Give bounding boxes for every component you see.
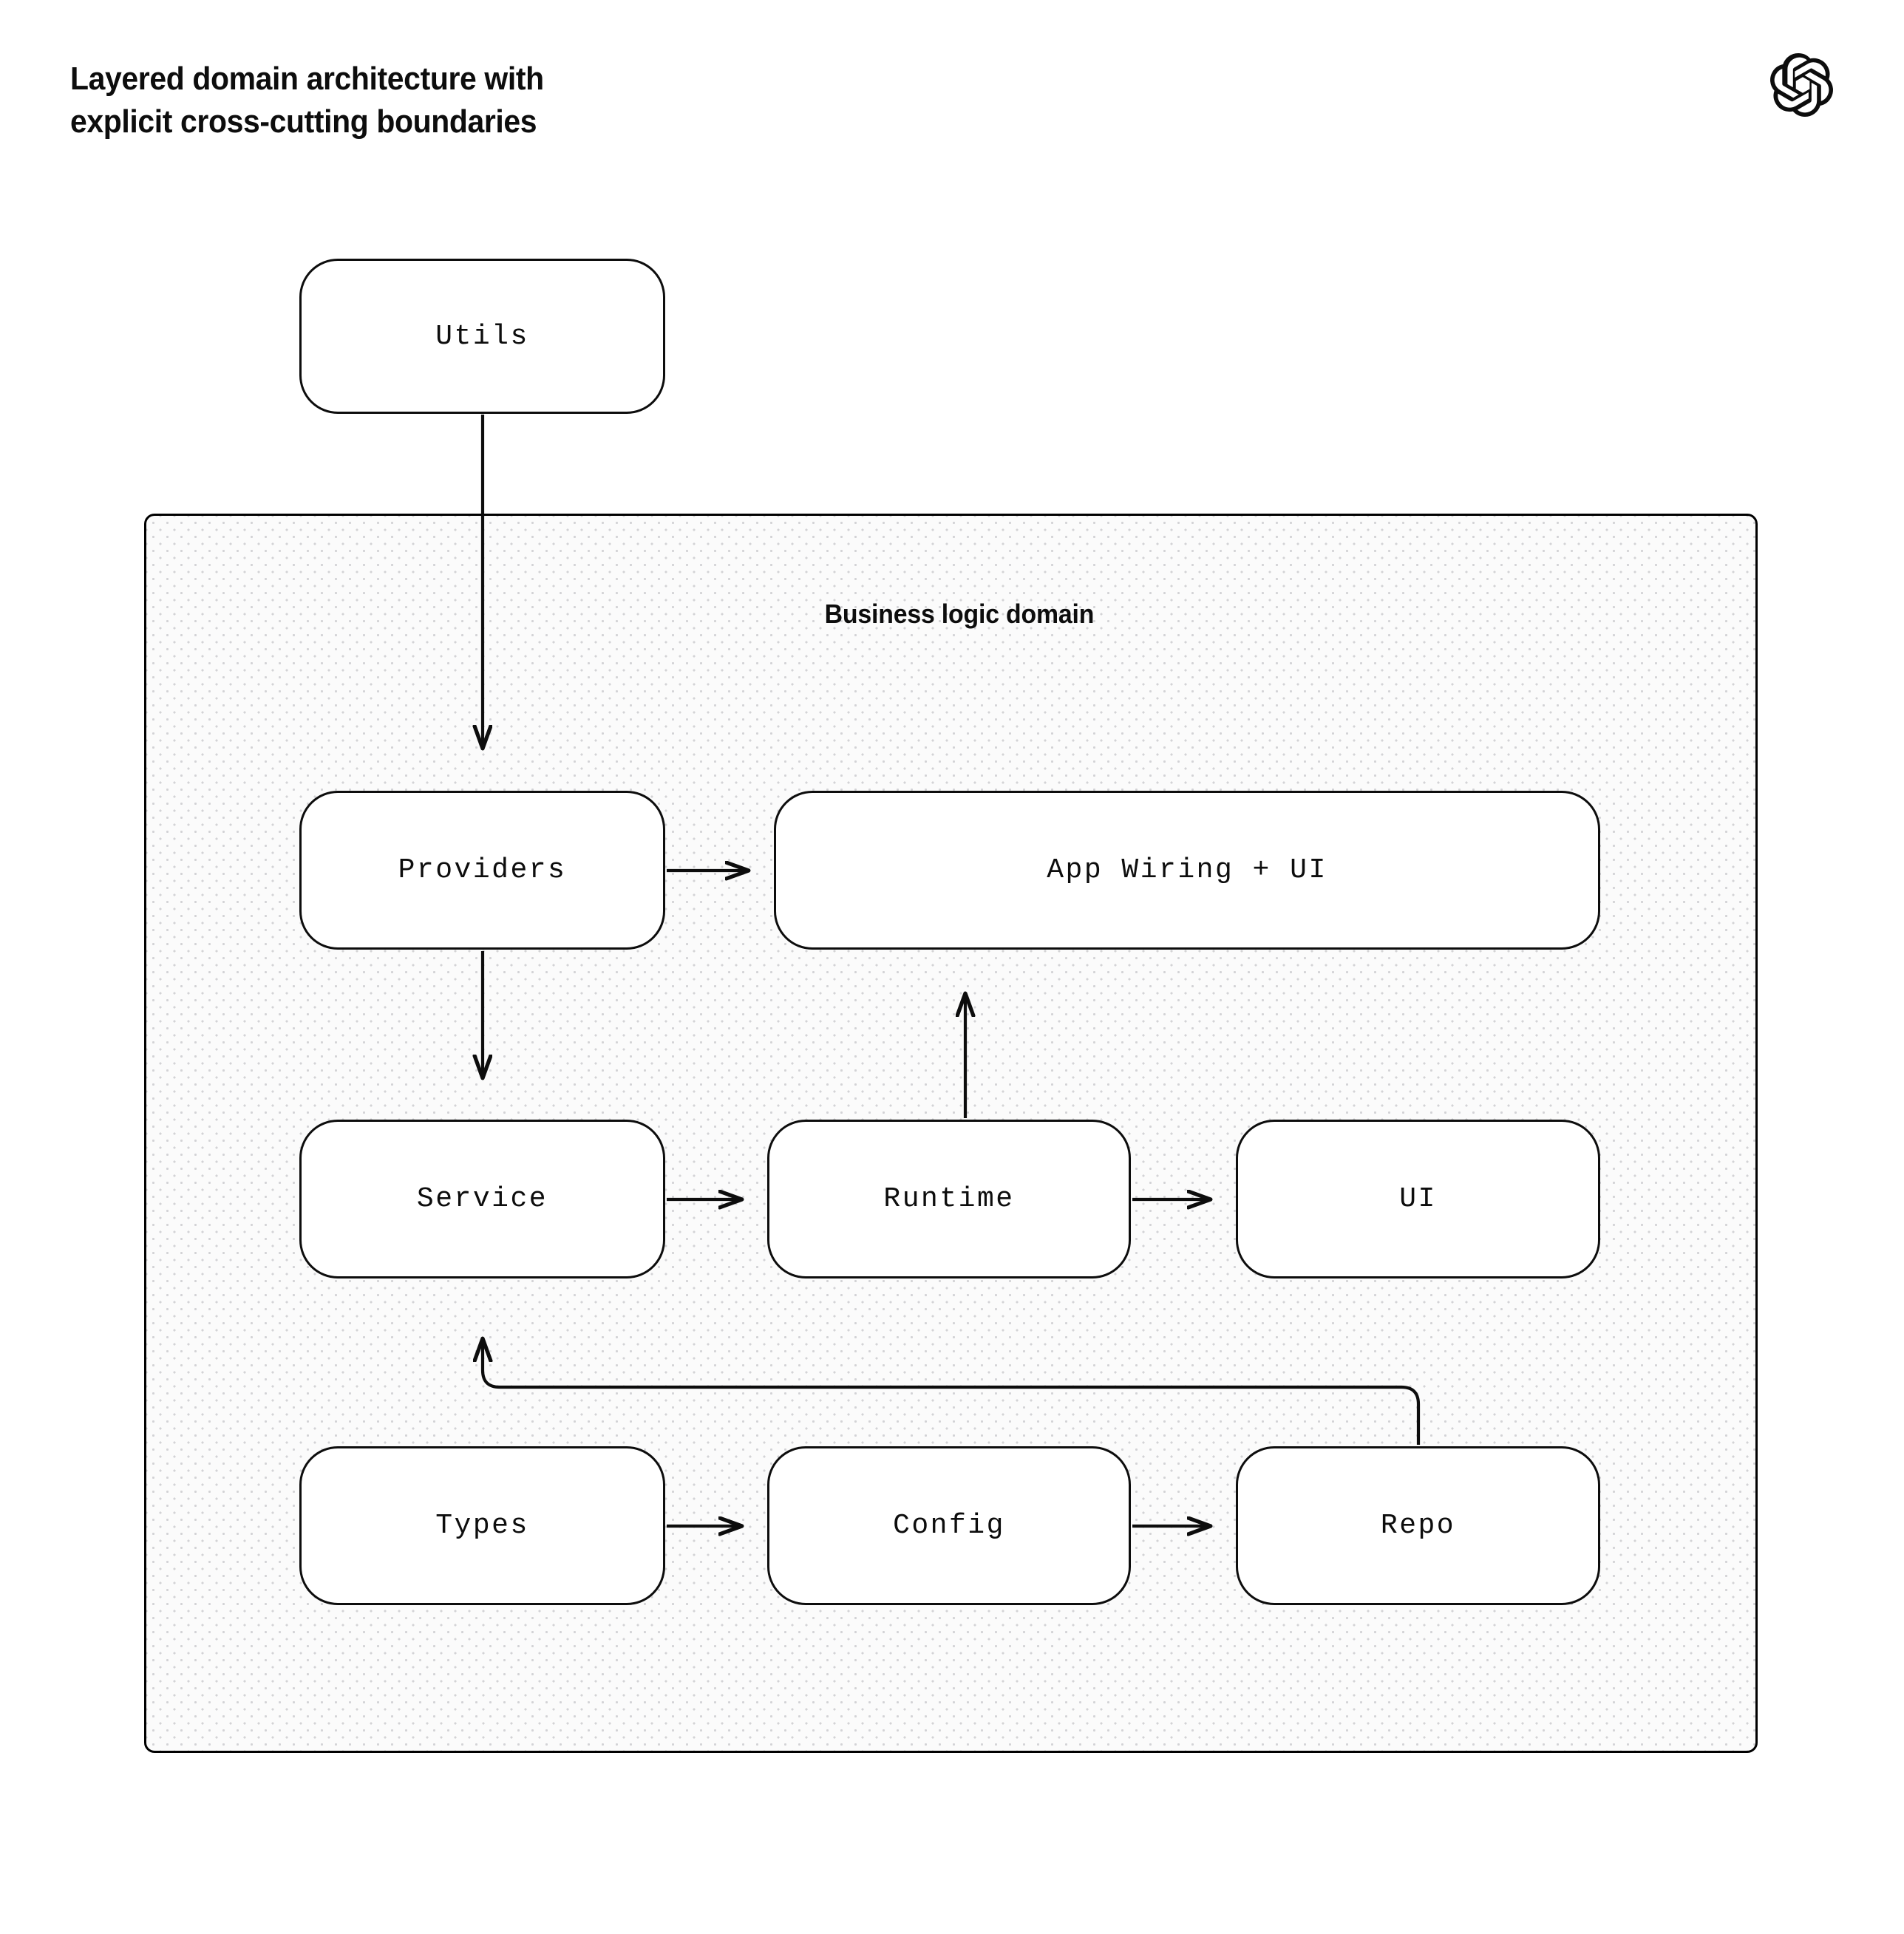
node-utils-label: Utils: [435, 320, 529, 353]
openai-logo: [1770, 53, 1834, 117]
domain-container-label: Business logic domain: [824, 599, 1095, 629]
node-config[interactable]: Config: [767, 1446, 1131, 1605]
node-runtime-label: Runtime: [883, 1183, 1015, 1215]
node-runtime[interactable]: Runtime: [767, 1120, 1131, 1278]
node-ui-label: UI: [1399, 1183, 1437, 1215]
node-utils[interactable]: Utils: [299, 259, 665, 414]
node-app-wiring-ui[interactable]: App Wiring + UI: [774, 791, 1600, 950]
node-types-label: Types: [435, 1510, 529, 1542]
node-config-label: Config: [893, 1510, 1005, 1542]
node-repo[interactable]: Repo: [1236, 1446, 1600, 1605]
node-types[interactable]: Types: [299, 1446, 665, 1605]
node-app-wiring-ui-label: App Wiring + UI: [1047, 854, 1327, 886]
node-service[interactable]: Service: [299, 1120, 665, 1278]
node-ui[interactable]: UI: [1236, 1120, 1600, 1278]
node-service-label: Service: [416, 1183, 548, 1215]
node-providers[interactable]: Providers: [299, 791, 665, 950]
node-providers-label: Providers: [398, 854, 567, 886]
page-title: Layered domain architecture with explici…: [70, 61, 544, 140]
node-repo-label: Repo: [1380, 1510, 1456, 1542]
